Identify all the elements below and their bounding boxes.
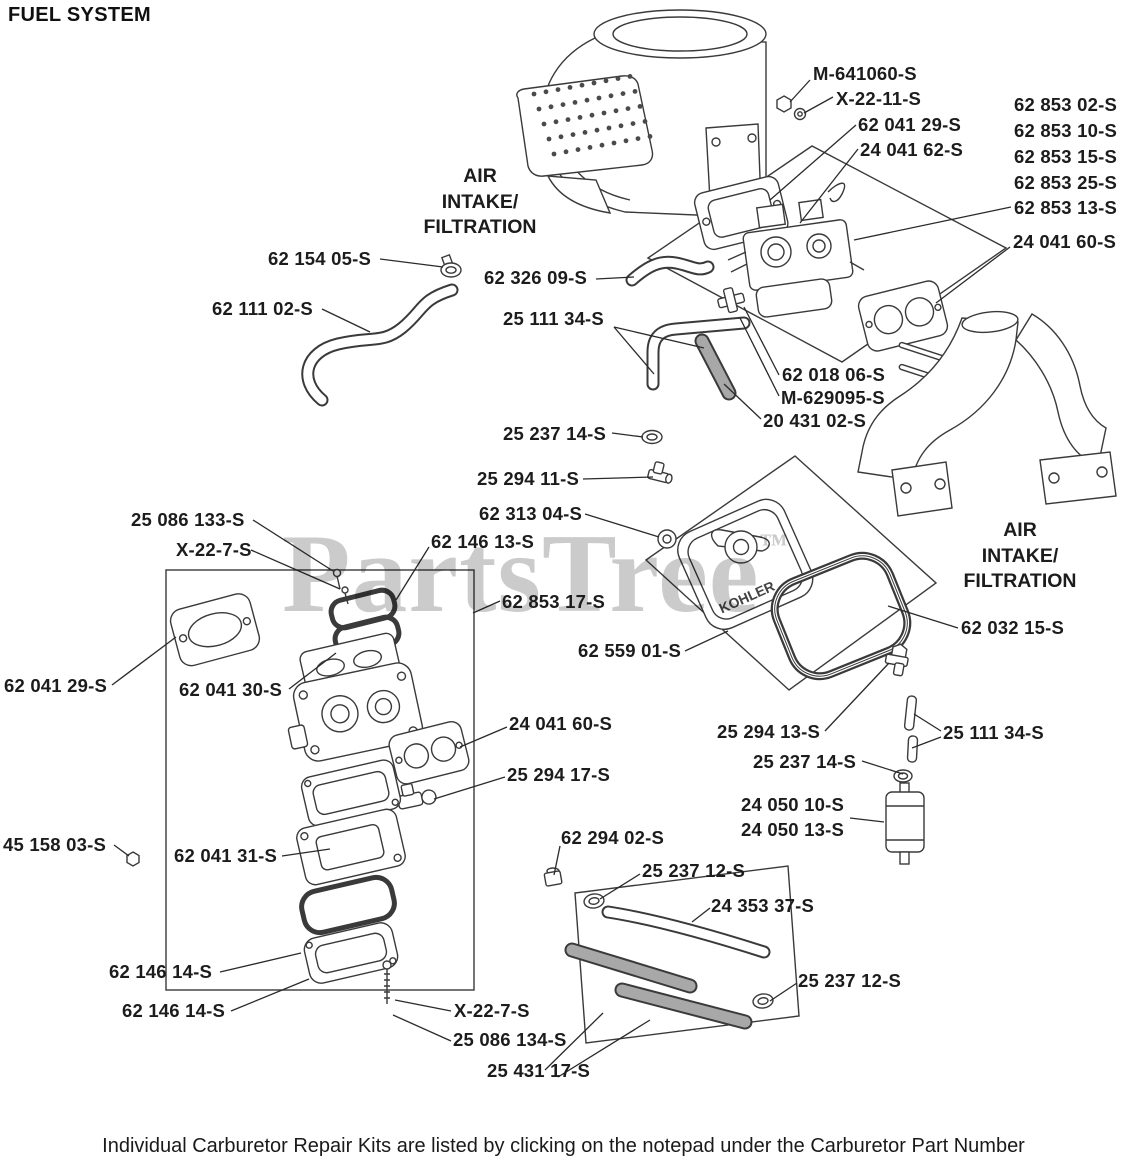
part-label[interactable]: 25 237 12-S — [642, 860, 746, 881]
grommet — [657, 529, 677, 549]
part-label[interactable]: 62 853 17-S — [502, 591, 606, 612]
part-label[interactable]: 62 313 04-S — [479, 503, 583, 524]
part-label[interactable]: 62 853 25-S — [1014, 172, 1118, 193]
part-label[interactable]: 25 111 34-S — [503, 308, 604, 329]
part-label[interactable]: 62 111 02-S — [212, 298, 313, 319]
part-label[interactable]: 62 294 02-S — [561, 827, 665, 848]
leader-lines — [111, 79, 1012, 1078]
hose-kit — [543, 867, 774, 1030]
part-label[interactable]: 62 146 13-S — [431, 531, 535, 552]
part-label[interactable]: 25 294 17-S — [507, 764, 611, 785]
part-label[interactable]: 25 086 134-S — [453, 1029, 567, 1050]
part-label[interactable]: 25 111 34-S — [943, 722, 1044, 743]
part-label[interactable]: 25 237 12-S — [798, 970, 902, 991]
outlet-fitting — [884, 643, 909, 677]
part-label[interactable]: 62 853 15-S — [1014, 146, 1118, 167]
part-label[interactable]: 62 853 02-S — [1014, 94, 1118, 115]
part-label[interactable]: 62 041 30-S — [179, 679, 283, 700]
part-label[interactable]: 24 041 60-S — [1013, 231, 1117, 252]
part-label[interactable]: 24 041 62-S — [860, 139, 964, 160]
footer-note: Individual Carburetor Repair Kits are li… — [102, 1135, 1025, 1157]
part-label[interactable]: 25 086 133-S — [131, 509, 245, 530]
part-label[interactable]: 25 237 14-S — [753, 751, 857, 772]
part-label[interactable]: X-22-7-S — [176, 539, 252, 560]
part-label[interactable]: 24 050 13-S — [741, 819, 845, 840]
part-label[interactable]: X-22-11-S — [836, 88, 922, 109]
part-label[interactable]: 24 041 60-S — [509, 713, 613, 734]
hose-clamp-2 — [641, 429, 663, 445]
page-title: FUEL SYSTEM — [8, 4, 151, 26]
air-intake-note-left: AIR INTAKE/ FILTRATION — [423, 165, 537, 239]
air-intake-note-right: AIR INTAKE/ FILTRATION — [963, 519, 1077, 593]
part-label[interactable]: 25 431 17-S — [487, 1060, 591, 1081]
part-label[interactable]: 24 050 10-S — [741, 794, 845, 815]
part-label[interactable]: 25 294 13-S — [717, 721, 821, 742]
part-label[interactable]: M-629095-S — [781, 387, 885, 408]
part-label[interactable]: 62 041 29-S — [4, 675, 108, 696]
part-label[interactable]: 62 146 14-S — [109, 961, 213, 982]
part-label[interactable]: 62 041 31-S — [174, 845, 278, 866]
part-label[interactable]: 25 237 14-S — [503, 423, 607, 444]
part-label[interactable]: 62 041 29-S — [858, 114, 962, 135]
air-intake-manifold — [857, 310, 1117, 517]
part-label[interactable]: 62 853 10-S — [1014, 120, 1118, 141]
fuel-tank-group-outline — [644, 455, 938, 691]
part-label[interactable]: 62 146 14-S — [122, 1000, 226, 1021]
fuel-filter-group — [885, 695, 925, 865]
carb-repair-kit — [126, 568, 470, 1004]
part-label[interactable]: 62 326 09-S — [484, 267, 588, 288]
part-label[interactable]: M-641060-S — [813, 63, 917, 84]
part-label[interactable]: 62 853 13-S — [1014, 197, 1118, 218]
part-label[interactable]: 62 032 15-S — [961, 617, 1065, 638]
part-label[interactable]: X-22-7-S — [454, 1000, 530, 1021]
part-label[interactable]: 20 431 02-S — [763, 410, 867, 431]
screw-small-2 — [382, 960, 392, 1004]
nut-small — [126, 851, 140, 867]
part-label[interactable]: 62 154 05-S — [268, 248, 372, 269]
breather-hose — [625, 255, 715, 287]
vent-fitting — [647, 461, 673, 484]
part-label[interactable]: 62 018 06-S — [782, 364, 886, 385]
tee-fitting — [717, 287, 746, 314]
repair-kit-outline — [165, 569, 475, 991]
tank-gasket-oring — [770, 551, 912, 681]
hose-clamp-1 — [440, 253, 462, 278]
carburetor — [727, 182, 865, 318]
part-label[interactable]: 62 559 01-S — [578, 640, 682, 661]
part-label[interactable]: 24 353 37-S — [711, 895, 815, 916]
part-label[interactable]: 25 294 11-S — [477, 468, 579, 489]
fuel-tank: KOHLER — [677, 498, 814, 630]
manifold-gasket — [857, 280, 949, 352]
bowl-fitting — [396, 783, 437, 810]
grille-dots — [531, 74, 653, 157]
hose-kit-outline — [574, 865, 800, 1044]
part-label[interactable]: 45 158 03-S — [3, 834, 107, 855]
fuel-hose-long — [301, 283, 459, 407]
